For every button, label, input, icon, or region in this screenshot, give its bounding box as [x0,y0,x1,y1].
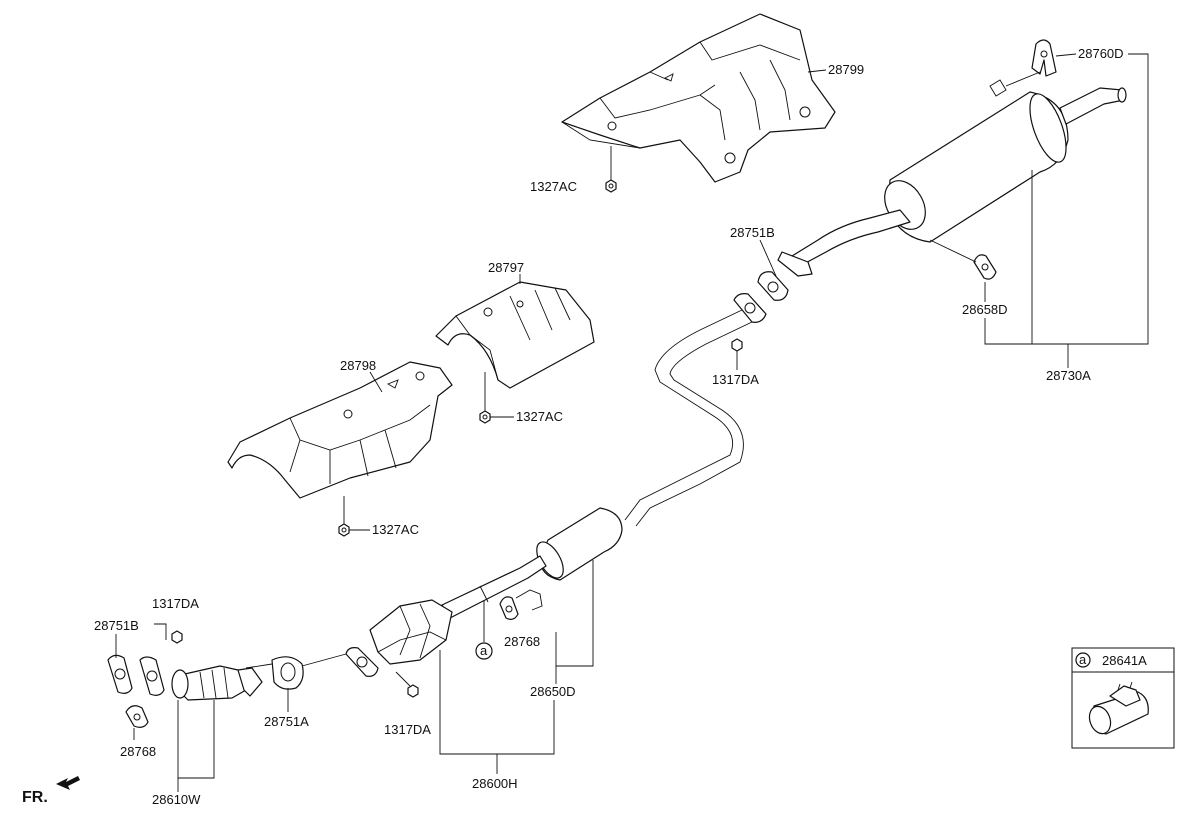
label-1327AC-top: 1327AC [530,179,577,194]
label-1317DA-left: 1317DA [152,596,199,611]
front-direction-marker: FR. [22,776,80,806]
label-1327AC-mid: 1327AC [516,409,563,424]
label-28751A: 28751A [264,714,309,729]
part-labels: 28799 1327AC 28760D 28751B 28658D 28730A… [94,46,1124,807]
inset-part-label: 28641A [1102,653,1147,668]
label-28768-left: 28768 [120,744,156,759]
label-28650D: 28650D [530,684,576,699]
label-1327AC-low: 1327AC [372,522,419,537]
label-28798: 28798 [340,358,376,373]
gasket-28751B-left [107,654,133,694]
label-28797: 28797 [488,260,524,275]
gasket-28751B-upper [757,251,813,301]
gasket-28751A [271,656,304,690]
label-28658D: 28658D [962,302,1008,317]
inset-ref-text: a [1079,652,1087,667]
ref-a-text: a [480,643,488,658]
inset-clamp-28641A: a 28641A [1071,647,1175,749]
label-28600H: 28600H [472,776,518,791]
hanger-28658D [929,239,997,280]
label-1317DA-upper: 1317DA [712,372,759,387]
catalytic-converter-28600H [345,599,453,677]
hanger-28768-mid [499,589,543,620]
label-28751B-upper: 28751B [730,225,775,240]
label-28730A: 28730A [1046,368,1091,383]
label-28751B-left: 28751B [94,618,139,633]
nut-1327AC-low [338,496,350,537]
label-28768-mid: 28768 [504,634,540,649]
label-28610W: 28610W [152,792,201,807]
muffler-28730A [791,87,1127,267]
heat-shield-28798 [227,361,453,499]
hanger-28768-left [125,705,149,728]
label-1317DA-low: 1317DA [384,722,431,737]
nut-1317DA-upper [731,338,743,370]
front-marker-text: FR. [22,789,48,806]
arrow-icon [56,776,80,790]
center-pipe [624,293,767,527]
label-28760D: 28760D [1078,46,1124,61]
center-muffler-28650D [441,507,623,619]
nut-1327AC-mid [479,372,491,424]
nut-1317DA-low [395,671,419,698]
connection-lines [245,653,347,669]
front-pipe-28610W [139,656,263,701]
heat-shield-28797 [435,281,595,389]
label-28799: 28799 [828,62,864,77]
heat-shield-28799 [561,13,836,183]
nut-1327AC-top [605,146,617,193]
hanger-28760D [989,39,1057,97]
leader-lines [115,53,1149,792]
reference-a-marker: a [475,642,493,660]
nut-1317DA-left [171,630,183,644]
